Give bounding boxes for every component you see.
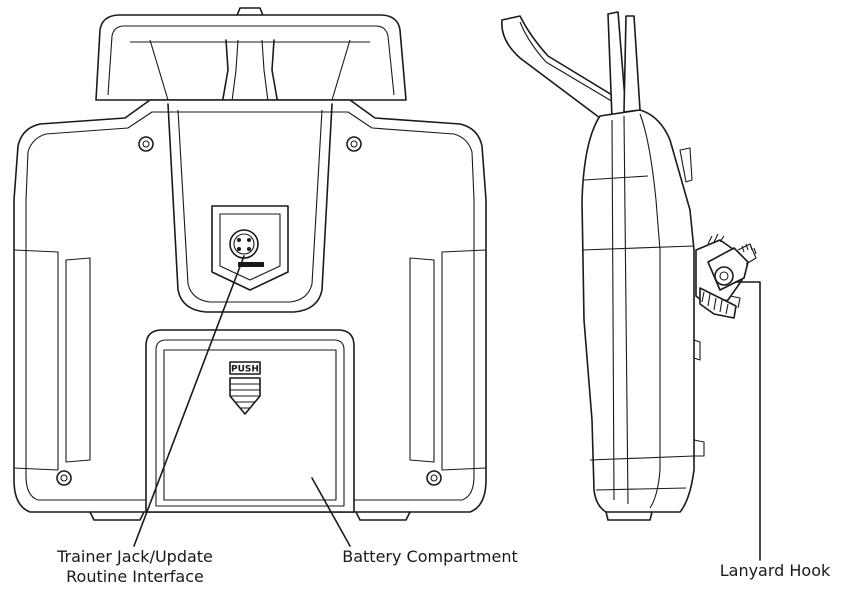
trainer-jack-label: Trainer Jack/Update Routine Interface	[20, 547, 250, 587]
transmitter-side-view	[501, 11, 757, 521]
battery-compartment-label: Battery Compartment	[342, 547, 518, 566]
leader-lines	[133, 255, 761, 561]
leader-lanyard	[735, 281, 761, 561]
push-marking: PUSH	[231, 365, 259, 375]
trainer-jack-label-line1: Trainer Jack/Update	[57, 547, 213, 566]
leader-trainer-jack	[133, 255, 245, 547]
leader-battery	[311, 477, 351, 547]
lanyard-hook-label: Lanyard Hook	[719, 561, 831, 580]
transmitter-back-view: PUSH	[13, 7, 487, 521]
trainer-jack-label-line2: Routine Interface	[66, 567, 204, 586]
